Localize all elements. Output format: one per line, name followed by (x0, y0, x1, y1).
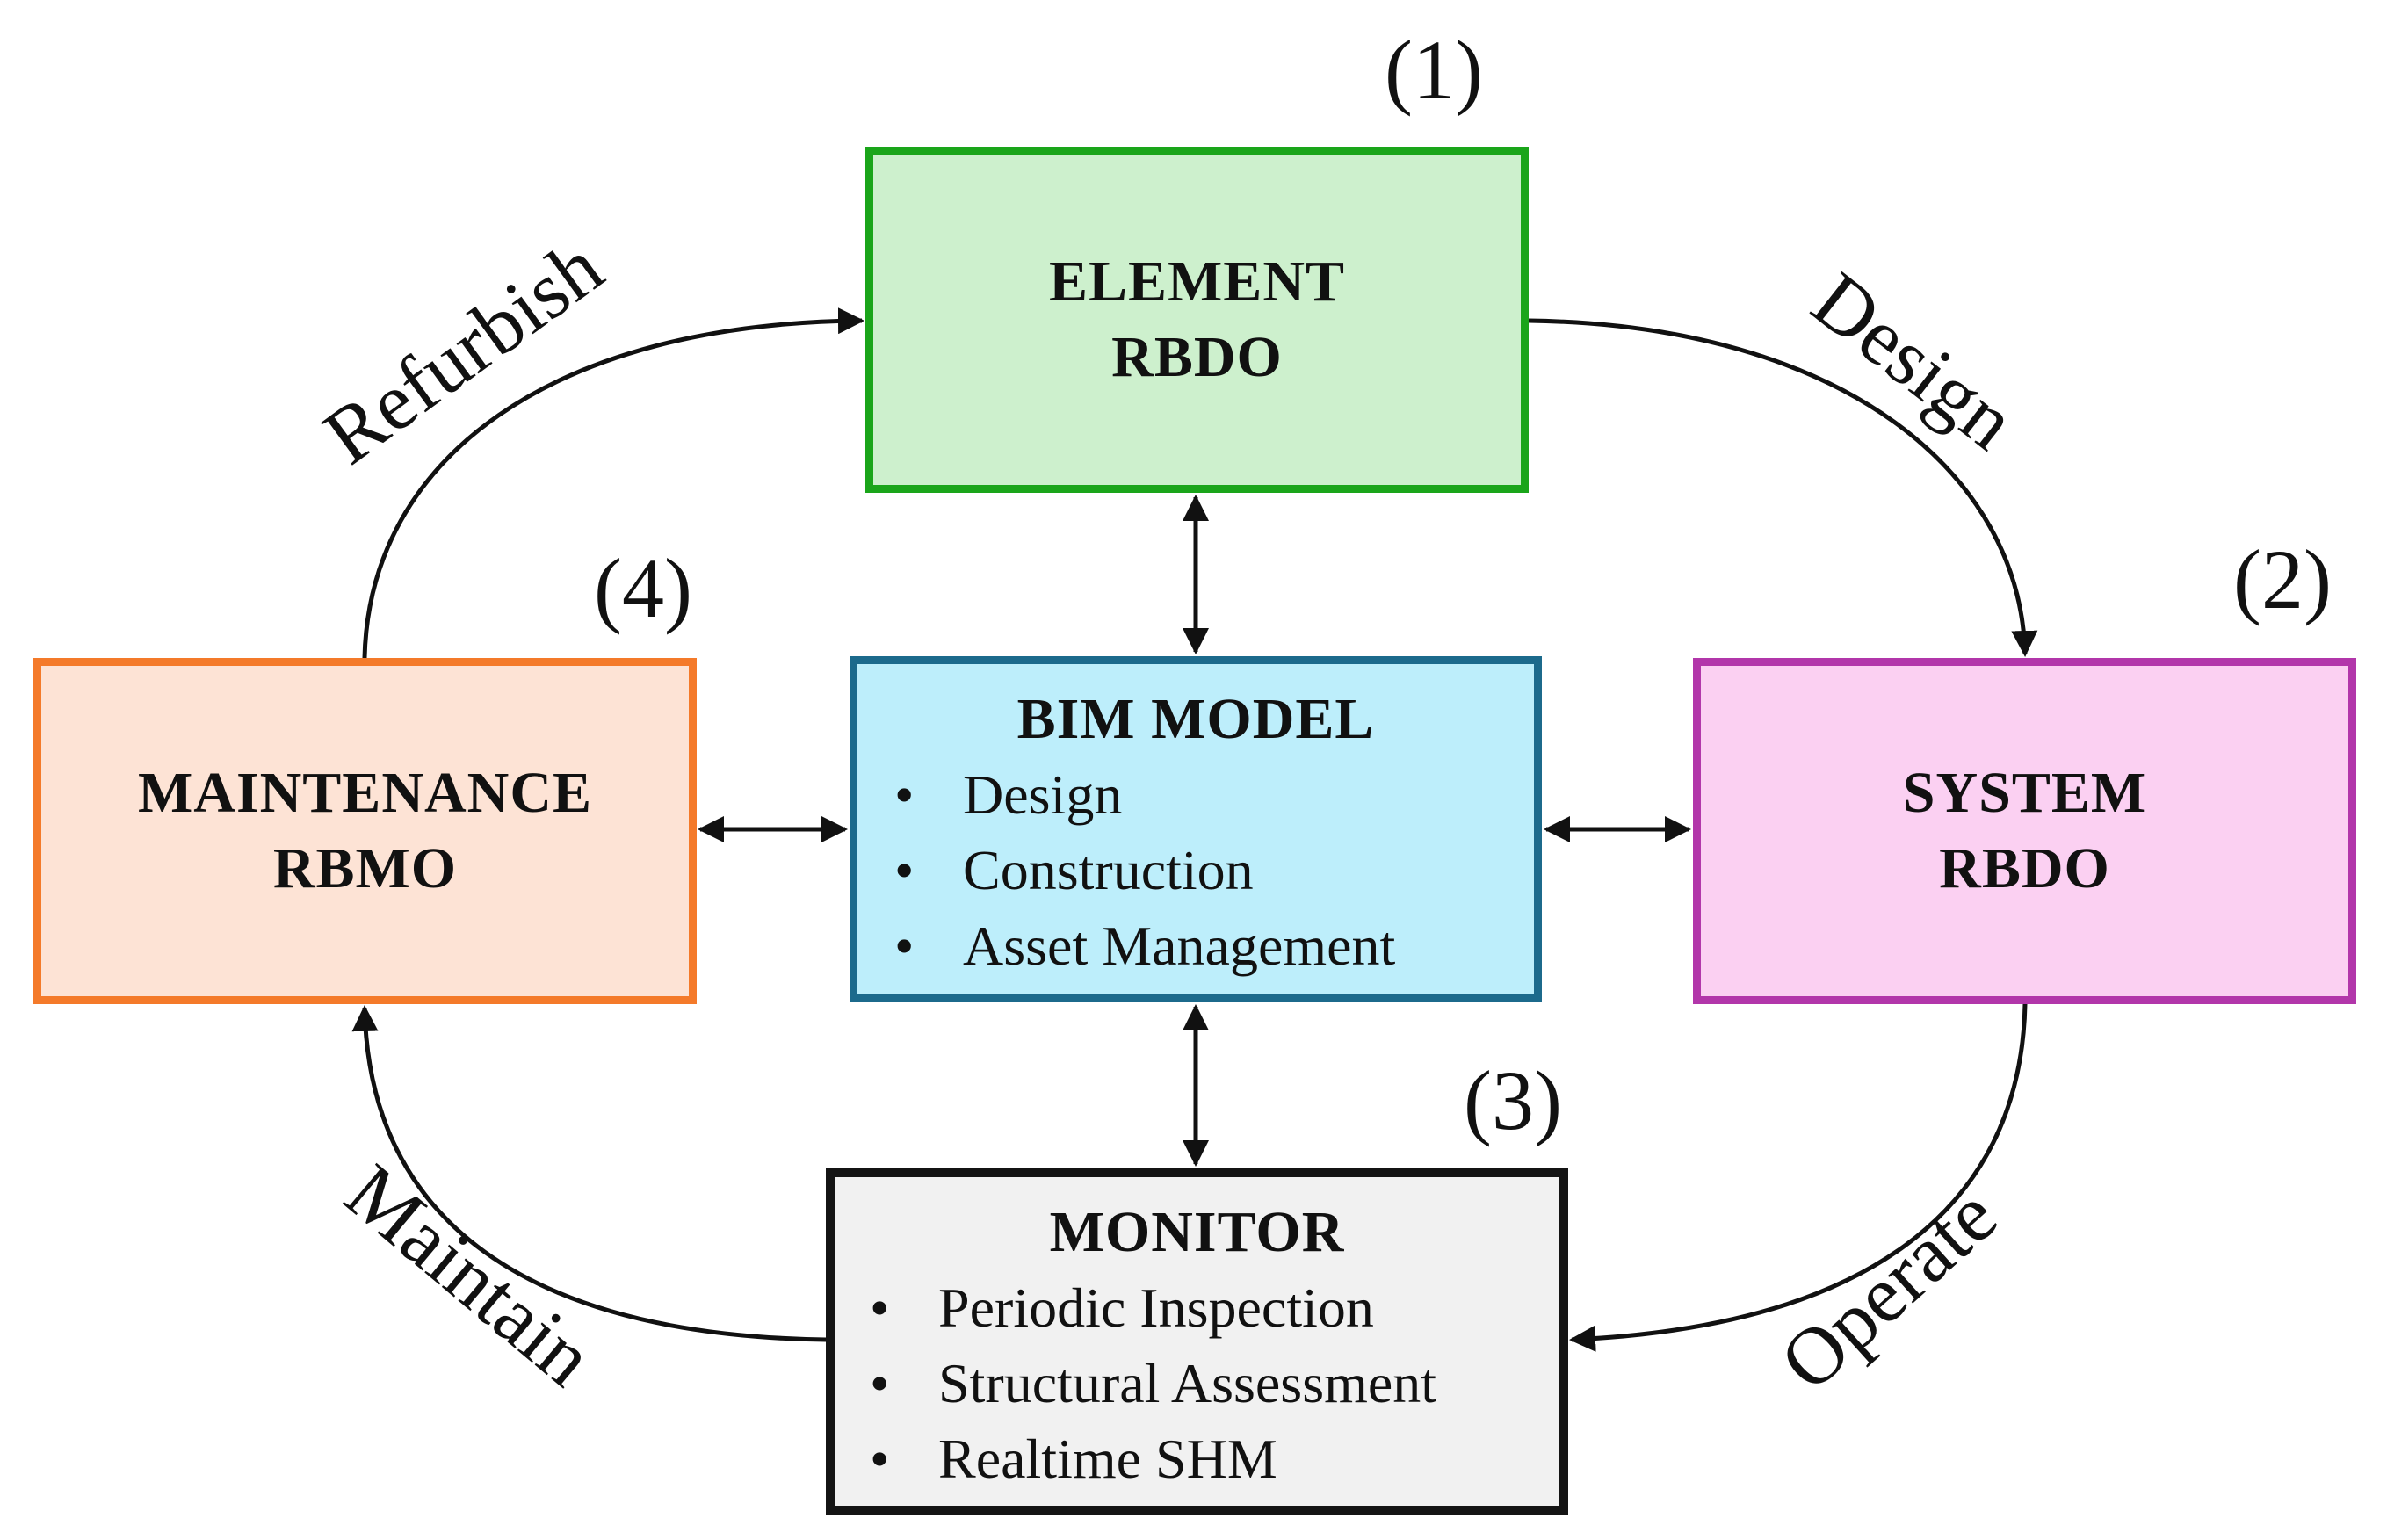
element-title-line1: ELEMENT (1048, 249, 1346, 314)
bullet: • (894, 763, 915, 826)
bim-model-title: BIM MODEL (1016, 687, 1375, 751)
edge-label-maintain: Maintain (329, 1146, 611, 1403)
monitor-item-label: Realtime SHM (938, 1428, 1277, 1490)
monitor-item-label: Periodic Inspection (938, 1276, 1374, 1339)
system-title-line1: SYSTEM (1902, 761, 2147, 825)
bim-list-item: • Construction (894, 833, 1534, 908)
step-label-2: (2) (2233, 532, 2332, 626)
bim-model-box: BIM MODEL • Design • Construction • Asset M… (850, 656, 1542, 1002)
monitor-title: MONITOR (1049, 1200, 1345, 1264)
monitor-item-label: Structural Assessment (938, 1352, 1437, 1414)
step-label-3: (3) (1464, 1053, 1562, 1147)
bullet: • (870, 1352, 890, 1414)
monitor-list-item: • Periodic Inspection (870, 1270, 1559, 1346)
element-title-line2: RBDO (1111, 325, 1283, 389)
bim-item-label: Design (963, 763, 1123, 826)
bim-list-item: • Design (894, 757, 1534, 833)
step-label-1: (1) (1385, 23, 1483, 117)
bim-model-list: • Design • Construction • Asset Management (894, 757, 1534, 984)
element-rbdo-title: ELEMENT RBDO (873, 244, 1521, 395)
bullet: • (894, 915, 915, 977)
monitor-box: MONITOR • Periodic Inspection • Structural… (826, 1168, 1568, 1515)
system-rbdo-box: SYSTEM RBDO (1693, 658, 2356, 1004)
arc-refurbish (362, 307, 864, 659)
monitor-list-item: • Realtime SHM (870, 1421, 1559, 1497)
bullet: • (870, 1276, 890, 1339)
arc-maintain (351, 1005, 827, 1342)
maintenance-rbmo-title: MAINTENANCE RBMO (41, 756, 689, 907)
monitor-list-item: • Structural Assessment (870, 1346, 1559, 1421)
system-title-line2: RBDO (1939, 836, 2110, 900)
arc-design (1528, 318, 2038, 657)
edge-label-operate: Operate (1763, 1170, 2014, 1408)
bullet: • (894, 839, 915, 901)
bim-list-item: • Asset Management (894, 908, 1534, 984)
step-label-4: (4) (594, 541, 692, 635)
bim-item-label: Construction (963, 839, 1254, 901)
maintenance-title-line1: MAINTENANCE (137, 761, 593, 825)
element-rbdo-box: ELEMENT RBDO (865, 147, 1529, 493)
maintenance-rbmo-box: MAINTENANCE RBMO (33, 658, 697, 1004)
bullet: • (870, 1428, 890, 1490)
bim-item-label: Asset Management (963, 915, 1396, 977)
maintenance-title-line2: RBMO (272, 836, 458, 900)
arc-operate (1569, 1003, 2028, 1352)
system-rbdo-title: SYSTEM RBDO (1701, 756, 2348, 907)
monitor-list: • Periodic Inspection • Structural Assessm… (870, 1270, 1559, 1497)
